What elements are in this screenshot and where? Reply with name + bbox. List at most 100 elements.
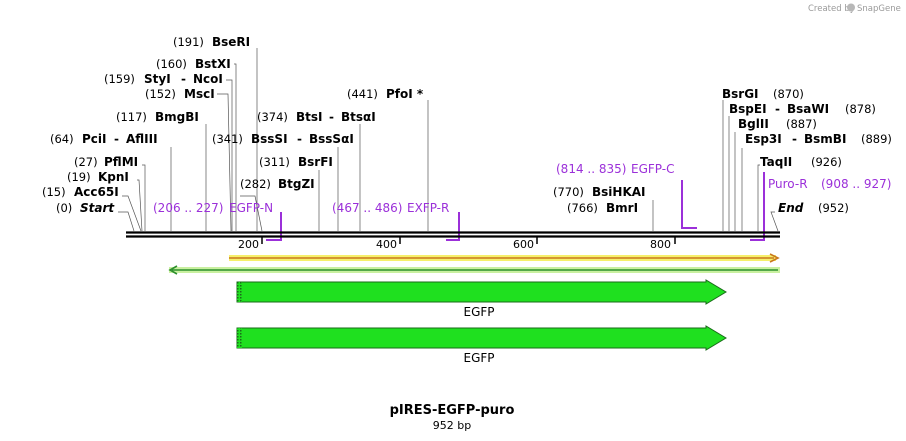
primer-mark <box>446 212 460 241</box>
site-pos: (889) <box>861 132 892 146</box>
orf-forward[interactable] <box>229 253 780 263</box>
site-pos: (374) <box>257 110 288 124</box>
site-name: PfoI * <box>386 87 424 101</box>
site-bstxi[interactable]: (160) BstXI <box>156 57 231 71</box>
site-name: BstXI <box>195 57 231 71</box>
site-bglii[interactable]: BglII (887) <box>738 117 817 131</box>
site-pos: (870) <box>773 87 804 101</box>
site-pos: (341) <box>212 132 243 146</box>
site-name: KpnI <box>98 170 129 184</box>
site-name: BtsI <box>296 110 323 124</box>
site-name: BsrFI <box>298 155 333 169</box>
orf-reverse[interactable] <box>168 265 780 275</box>
site-name-2: BsmBI <box>804 132 846 146</box>
site-btgzi[interactable]: (282) BtgZI <box>240 177 315 191</box>
primer-exfp-r[interactable]: (467 .. 486) EXFP-R <box>332 201 460 241</box>
site-name: BseRI <box>212 35 250 49</box>
site-bsrgi[interactable]: BsrGI (870) <box>722 87 804 101</box>
site-pos: (191) <box>173 35 204 49</box>
site-pos: (159) <box>104 72 135 86</box>
site-pos: (952) <box>818 201 849 215</box>
snapgene-logo-icon <box>847 3 855 12</box>
ruler-label: 600 <box>513 238 534 251</box>
site-bmgbi[interactable]: (117) BmgBI <box>116 110 199 124</box>
primer-puro-r[interactable]: Puro-R (908 .. 927) <box>750 172 891 241</box>
snapgene-credit: Created by SnapGene <box>808 3 901 14</box>
site-name: BtgZI <box>278 177 315 191</box>
site-pos: (766) <box>567 201 598 215</box>
credit-prefix: Created by <box>808 4 855 14</box>
feature-egfp-1[interactable]: EGFP <box>236 279 727 319</box>
site-pos: (311) <box>259 155 290 169</box>
site-pos: (64) <box>50 132 74 146</box>
site-name-2: BsaWI <box>787 102 829 116</box>
feature-start-mark <box>237 282 242 302</box>
primer-mark <box>750 172 765 241</box>
site-bseri[interactable]: (191) BseRI <box>173 35 250 49</box>
map-title: pIRES-EGFP-puro <box>390 403 515 418</box>
site-msci[interactable]: (152) MscI <box>145 87 215 101</box>
primer-name: Puro-R <box>768 177 808 191</box>
site-pos: (117) <box>116 110 147 124</box>
site-pflmi[interactable]: (27) PflMI <box>74 155 138 169</box>
sequence-backbone <box>126 231 780 238</box>
site-sep: - <box>297 132 302 146</box>
feature-arrow <box>236 279 727 305</box>
site-name: MscI <box>184 87 215 101</box>
site-pos: (27) <box>74 155 98 169</box>
site-name: StyI <box>144 72 171 86</box>
site-taqii[interactable]: TaqII (926) <box>760 155 842 169</box>
site-name: BssSI <box>251 132 288 146</box>
site-btsi[interactable]: (374) BtsI - BtsαI <box>257 110 376 124</box>
site-bsrfi[interactable]: (311) BsrFI <box>259 155 333 169</box>
site-bsihkai[interactable]: (770) BsiHKAI <box>553 185 646 199</box>
feature-arrow <box>236 325 727 351</box>
credit-brand: SnapGene <box>857 4 901 14</box>
site-pos: (15) <box>42 185 66 199</box>
map-length: 952 bp <box>433 419 471 432</box>
arrow-right-icon <box>769 253 780 263</box>
arrow-left-icon <box>168 265 178 275</box>
site-styi[interactable]: (159) StyI - NcoI <box>104 72 223 86</box>
site-bsssi[interactable]: (341) BssSI - BssSαI <box>212 132 354 146</box>
ruler-label: 200 <box>238 238 259 251</box>
primer-mark <box>681 180 697 229</box>
site-lines <box>118 48 779 232</box>
site-pos: (19) <box>67 170 91 184</box>
site-pcii[interactable]: (64) PciI - AflIII <box>50 132 158 146</box>
site-kpni[interactable]: (19) KpnI <box>67 170 129 184</box>
feature-egfp-2[interactable]: EGFP <box>236 325 727 365</box>
site-name-2: NcoI <box>193 72 223 86</box>
site-pos: (770) <box>553 185 584 199</box>
site-start[interactable]: (0) Start <box>56 201 115 215</box>
site-pos: (926) <box>811 155 842 169</box>
primer-egfp-c[interactable]: (814 .. 835) EGFP-C <box>556 162 697 229</box>
site-bmri[interactable]: (766) BmrI <box>567 201 638 215</box>
site-pfoi[interactable]: (441) PfoI * <box>347 87 424 101</box>
site-pos: (878) <box>845 102 876 116</box>
site-pos: (282) <box>240 177 271 191</box>
site-name: BspEI <box>729 102 767 116</box>
primer-range: (814 .. 835) <box>556 162 626 176</box>
primer-mark <box>266 212 282 241</box>
feature-label: EGFP <box>463 351 494 365</box>
site-name: TaqII <box>760 155 792 169</box>
site-pos: (887) <box>786 117 817 131</box>
site-pos: (0) <box>56 201 72 215</box>
site-name-2: AflIII <box>126 132 158 146</box>
primer-egfp-n[interactable]: (206 .. 227) EGFP-N <box>153 201 282 241</box>
site-name-2: BssSαI <box>309 132 354 146</box>
site-pos: (160) <box>156 57 187 71</box>
site-sep: - <box>775 102 780 116</box>
site-name: PflMI <box>104 155 138 169</box>
site-acc65i[interactable]: (15) Acc65I <box>42 185 119 199</box>
site-pos: (152) <box>145 87 176 101</box>
primer-range: (908 .. 927) <box>821 177 891 191</box>
site-esp3i[interactable]: Esp3I - BsmBI (889) <box>745 132 892 146</box>
site-name: PciI <box>82 132 107 146</box>
site-end[interactable]: End (952) <box>778 201 849 215</box>
site-sep: - <box>329 110 334 124</box>
site-bspei[interactable]: BspEI - BsaWI (878) <box>729 102 876 116</box>
site-sep: - <box>792 132 797 146</box>
